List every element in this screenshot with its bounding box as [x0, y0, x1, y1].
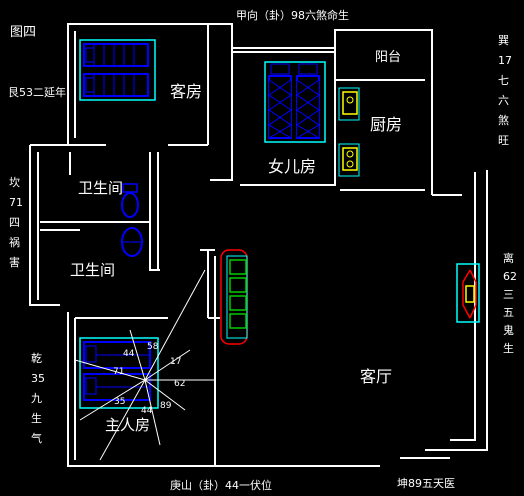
left-middle-direction-label: 坎 71 四 祸 害: [9, 176, 23, 269]
bathroom-2-label: 卫生间: [70, 261, 115, 279]
right-lower-char: 离: [503, 251, 514, 265]
right-upper-char: 旺: [498, 134, 509, 147]
right-lower-char: 鬼: [503, 323, 514, 337]
right-upper-char: 17: [498, 54, 512, 67]
right-upper-char: 七: [498, 74, 509, 87]
left-middle-char: 害: [9, 255, 20, 269]
toilet-icon: [121, 183, 139, 218]
daughter-room-bed: [264, 61, 326, 143]
right-upper-char: 六: [498, 94, 509, 107]
left-middle-char: 祸: [9, 235, 20, 249]
bottom-right-direction-label: 坤89五天医: [397, 476, 455, 490]
left-middle-char: 坎: [9, 176, 20, 189]
right-lower-char: 三: [503, 288, 514, 301]
daughter-room-label: 女儿房: [268, 157, 316, 176]
left-lower-char: 35: [31, 372, 45, 385]
sink-icon: [338, 87, 360, 121]
master-number: 58: [147, 342, 159, 352]
left-lower-direction-label: 乾 35 九 生 气: [31, 352, 45, 445]
master-number: 89: [160, 401, 172, 411]
sofa-icon: [220, 249, 248, 345]
fireplace-icon: [456, 263, 480, 323]
master-number: 44: [141, 406, 153, 416]
right-lower-char: 生: [503, 341, 514, 355]
kitchen-label: 厨房: [370, 115, 402, 134]
master-number: 35: [114, 397, 125, 407]
left-lower-char: 生: [31, 411, 42, 425]
right-upper-char: 巽: [498, 34, 509, 47]
master-bed: [79, 337, 159, 409]
living-room-label: 客厅: [360, 367, 392, 386]
washbasin-icon: [121, 227, 143, 257]
master-number: 62: [174, 379, 185, 389]
left-middle-char: 四: [9, 216, 20, 229]
master-number: 17: [170, 357, 181, 367]
top-direction-label: 甲向（卦）98六煞命生: [236, 8, 349, 22]
figure-label: 图四: [10, 25, 36, 40]
right-lower-char: 62: [503, 270, 517, 283]
left-upper-direction-label: 艮53二延年: [8, 85, 66, 99]
bathroom-1-label: 卫生间: [78, 179, 123, 197]
right-upper-char: 煞: [498, 113, 509, 127]
right-upper-direction-label: 巽 17 七 六 煞 旺: [498, 34, 512, 147]
master-bedroom-label: 主人房: [105, 416, 150, 434]
balcony-label: 阳台: [375, 50, 401, 65]
master-number: 71: [113, 367, 124, 377]
guest-room-label: 客房: [170, 82, 202, 101]
left-lower-char: 气: [31, 431, 42, 445]
master-number: 44: [123, 349, 135, 359]
left-middle-char: 71: [9, 196, 23, 209]
left-lower-char: 九: [31, 392, 42, 405]
right-lower-char: 五: [503, 306, 514, 319]
walls: [29, 23, 488, 467]
direction-rays: [74, 269, 215, 461]
left-lower-char: 乾: [31, 352, 42, 365]
right-lower-direction-label: 离 62 三 五 鬼 生: [503, 251, 517, 355]
stove-icon: [338, 143, 360, 177]
guest-room-bed: [79, 39, 156, 101]
bottom-direction-label: 庚山（卦）44一伏位: [170, 478, 272, 492]
